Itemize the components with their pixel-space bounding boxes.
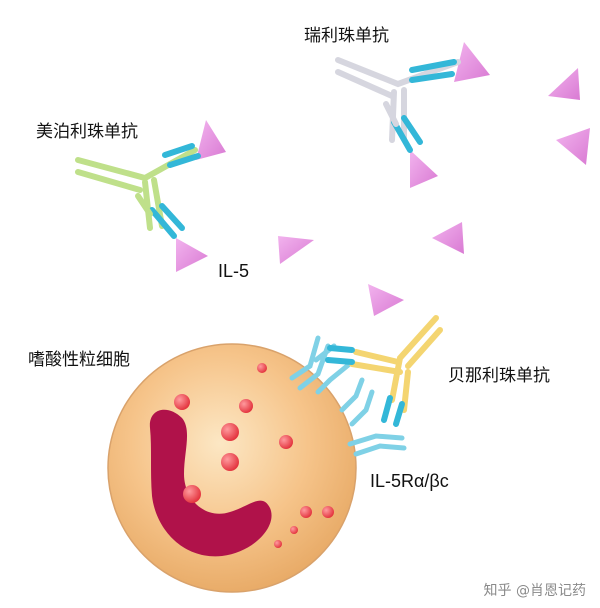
granules [174,363,334,548]
il5-triangle-icon [454,42,490,82]
eosinophil-cell-icon [107,343,357,593]
label-mepolizumab: 美泊利珠单抗 [36,122,138,142]
il5-triangle-icon [278,236,314,264]
il5-molecules [176,42,590,316]
label-receptor: IL-5Rα/βc [370,471,449,491]
il5-triangle-icon [176,238,208,272]
label-il5: IL-5 [218,261,250,281]
watermark: 知乎 @肖恩记药 [483,583,586,599]
il5-triangle-icon [410,150,438,188]
nucleus-icon [149,409,272,557]
label-reslizumab: 瑞利珠单抗 [304,26,389,46]
il5-triangle-icon [432,222,464,254]
il5-triangle-icon [548,68,580,100]
mepolizumab-antibody-icon [75,143,201,239]
il5-triangle-icon [368,284,404,316]
reslizumab-antibody-icon [335,57,461,153]
label-benralizumab: 贝那利珠单抗 [448,366,550,386]
il5-triangle-icon [556,128,590,165]
il5-triangle-icon [196,120,226,160]
benralizumab-antibody-icon [325,315,443,427]
label-eosinophil: 嗜酸性粒细胞 [28,350,130,370]
